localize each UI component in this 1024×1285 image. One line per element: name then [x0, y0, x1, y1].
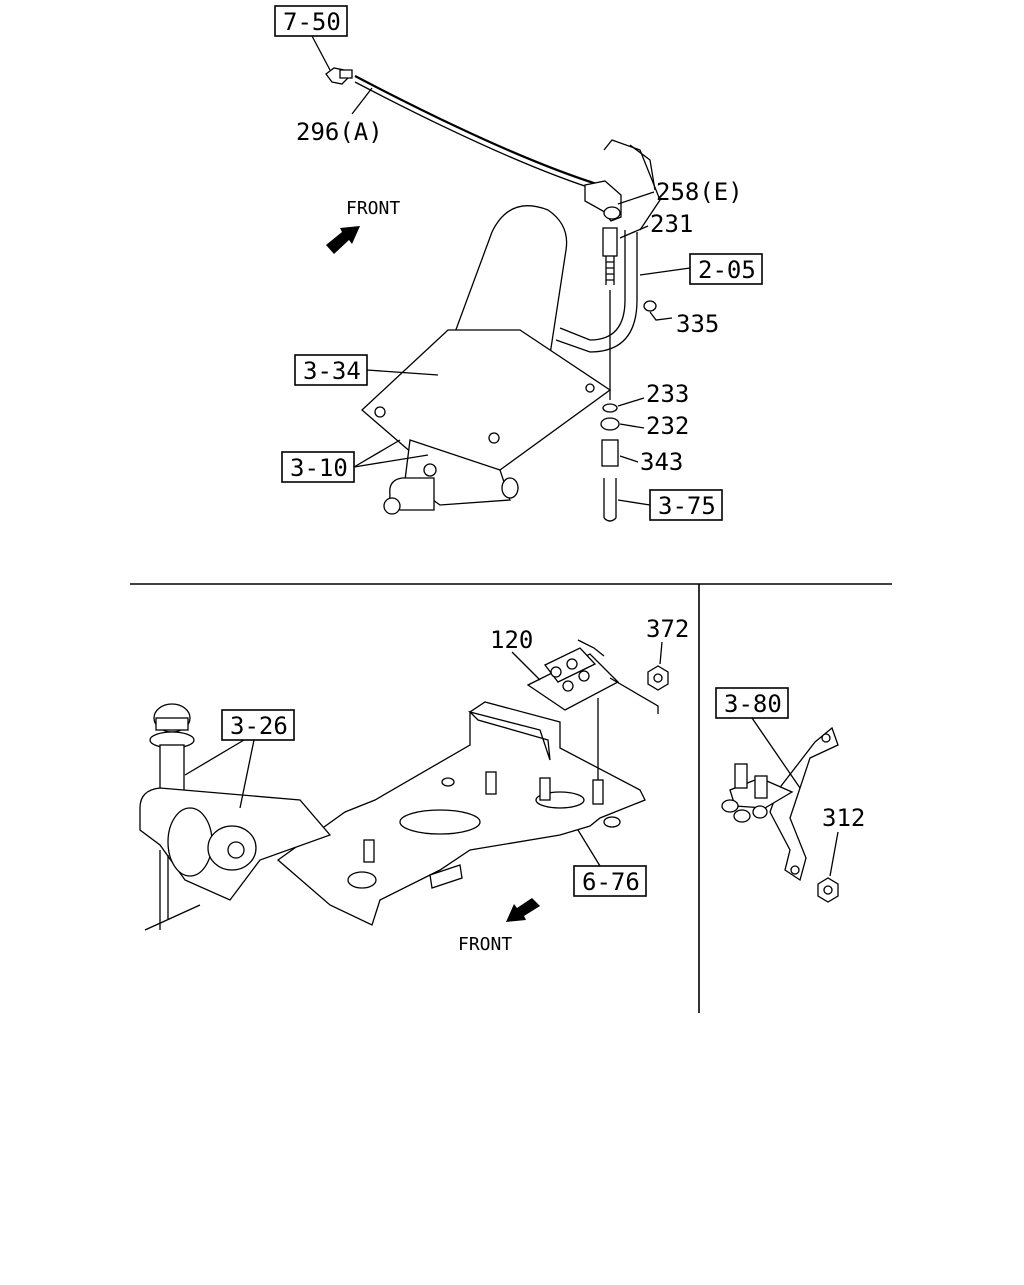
- front-arrow-icon: [326, 226, 360, 254]
- pipe-2-05: [555, 139, 661, 353]
- ref-box-3-80: [715, 687, 789, 719]
- ref-3-80: 3-80: [724, 690, 782, 718]
- front-arrow-icon: [506, 898, 540, 922]
- part-296a: 296(A): [296, 118, 383, 146]
- ref-box-3-10: [281, 451, 355, 483]
- stud: [485, 771, 497, 795]
- ref-box-7-50: [274, 5, 348, 37]
- part-231: 231: [650, 210, 693, 238]
- nut-372: [647, 665, 669, 691]
- part-312: 312: [822, 804, 865, 832]
- ref-3-75: 3-75: [658, 492, 716, 520]
- top-assembly: FRONT 7-50 296(A) 258(E) 231 2-05 335 3-…: [274, 5, 763, 522]
- ref-2-05: 2-05: [698, 256, 756, 284]
- ref-box-3-75: [649, 489, 723, 521]
- part-343: 343: [640, 448, 683, 476]
- valve-bracket-3-80: [721, 726, 839, 882]
- base-plate-3-10: [361, 329, 612, 515]
- nut-232: [600, 417, 620, 431]
- fastener-stack: [600, 227, 620, 522]
- part-232: 232: [646, 412, 689, 440]
- elbow-fitting-258: [584, 180, 622, 222]
- actuator-3-26: [139, 703, 332, 931]
- stud: [363, 839, 375, 863]
- stud: [592, 779, 604, 805]
- ref-box-3-26: [221, 709, 295, 741]
- ref-7-50: 7-50: [283, 8, 341, 36]
- fitting: [754, 775, 768, 799]
- part-120: 120: [490, 626, 533, 654]
- ref-6-76: 6-76: [582, 868, 640, 896]
- ref-box-6-76: [573, 865, 647, 897]
- front-label-bottom: FRONT: [458, 934, 512, 955]
- ref-3-10: 3-10: [290, 454, 348, 482]
- part-372: 372: [646, 615, 689, 643]
- stud: [539, 777, 551, 801]
- bottom-left-assembly: FRONT 120 372 3-26 6-76: [139, 615, 689, 955]
- front-label-top: FRONT: [346, 198, 400, 219]
- connector-343: [601, 439, 619, 467]
- ref-3-26: 3-26: [230, 712, 288, 740]
- ref-box-2-05: [689, 253, 763, 285]
- hose-296: [325, 67, 601, 192]
- ref-3-34: 3-34: [303, 357, 361, 385]
- valve-120: [526, 639, 659, 714]
- nut-312: [817, 877, 839, 903]
- part-335: 335: [676, 310, 719, 338]
- bracket-6-76: [276, 698, 646, 926]
- bottom-right-assembly: 3-80 312: [715, 687, 865, 903]
- fitting: [734, 763, 748, 789]
- part-258e: 258(E): [656, 178, 743, 206]
- part-233: 233: [646, 380, 689, 408]
- washer-233: [602, 403, 618, 413]
